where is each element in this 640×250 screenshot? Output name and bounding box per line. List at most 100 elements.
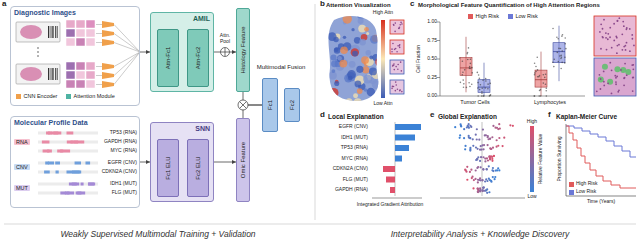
box-title: AMIL (190, 13, 213, 25)
cnn-encoder (102, 21, 114, 28)
beeswarm-axes (440, 198, 525, 199)
attention-spot (364, 27, 369, 32)
gene-vector (38, 192, 98, 195)
attention-spot (339, 60, 347, 68)
panel-divider (4, 224, 636, 225)
beeswarm-dot (464, 145, 466, 147)
boxplot (481, 93, 483, 95)
data-type-tag: RNA (14, 139, 30, 145)
boxplot (542, 82, 544, 84)
beeswarm-dot (490, 148, 492, 150)
boxplot (553, 51, 565, 52)
beeswarm-dot (492, 176, 494, 178)
boxplot (540, 89, 542, 91)
fusion-symbol (240, 102, 246, 108)
tissue-heatmap (329, 16, 379, 101)
thumbnail-texture (632, 77, 634, 79)
cnn-encoder (102, 30, 114, 37)
gene-vector (72, 171, 80, 174)
patch-texture (391, 22, 403, 93)
gene-label: CDKN2A (CNV) (102, 169, 137, 175)
beeswarm-dot (483, 190, 485, 192)
fusion-symbol (238, 100, 248, 110)
patch-grid (66, 20, 75, 28)
gene-vector (62, 150, 70, 153)
boxplot (552, 28, 554, 30)
boxplot (533, 95, 535, 97)
thumbnail-texture (602, 64, 608, 70)
beeswarm-dot (492, 170, 494, 172)
colorbar-label: High Attn (373, 10, 393, 16)
panel-divider (315, 4, 316, 220)
boxplot-axis (437, 40, 440, 41)
boxplot (534, 72, 536, 74)
beeswarm-dot (498, 123, 500, 125)
patch-grid (66, 62, 75, 70)
beeswarm-dot (471, 176, 473, 178)
boxplot (540, 95, 542, 97)
patch-texture (401, 23, 403, 25)
beeswarm-dot (490, 148, 492, 150)
beeswarm-dot (492, 147, 494, 149)
thumbnail-texture (633, 45, 635, 47)
boxplot (480, 84, 482, 86)
boxplot (536, 56, 538, 58)
boxplot (487, 88, 489, 90)
beeswarm-dot (463, 137, 465, 139)
patch-texture (392, 86, 394, 88)
beeswarm-dot (475, 134, 477, 136)
cnn-encoder (114, 52, 140, 85)
legend-text: Low Risk (576, 189, 596, 195)
beeswarm-dot (485, 189, 487, 191)
beeswarm-dot (476, 158, 478, 160)
thumbnail-texture (605, 32, 607, 34)
gene-vector (81, 141, 84, 144)
beeswarm-dot (489, 158, 491, 160)
connector (140, 162, 150, 163)
beeswarm-dot (485, 168, 487, 170)
layer-box: Fc1 (262, 78, 278, 132)
attention-spot (376, 26, 380, 30)
patch-texture (392, 65, 394, 67)
legend-swatch (66, 94, 71, 99)
attribution-bars (390, 187, 395, 193)
patch-texture (400, 61, 402, 63)
attention-spot (329, 88, 339, 98)
thumbnail-texture (632, 90, 634, 92)
attention-spot (351, 48, 359, 56)
beeswarm-dot (487, 159, 489, 161)
legend-text: Attention Module (74, 93, 115, 99)
beeswarm-dot (454, 123, 514, 194)
boxplot (546, 95, 548, 97)
boxplot (466, 87, 468, 89)
boxplot (467, 59, 469, 61)
cnn-encoder (114, 34, 140, 53)
gene-label: FLG (MUT) (343, 177, 368, 183)
beeswarm-dot (493, 155, 495, 157)
boxplot (468, 47, 470, 49)
patch-texture (399, 47, 401, 49)
boxplot (462, 79, 464, 81)
boxplot (463, 86, 465, 88)
patch-grid (66, 80, 75, 88)
attention-spot (334, 81, 339, 86)
gene-label: EGFR (CNV) (339, 124, 368, 130)
boxplot (479, 78, 481, 80)
attribution-bars (372, 122, 422, 198)
cnn-encoder (96, 84, 102, 85)
patch-grid (86, 71, 95, 79)
attribution-bars (395, 124, 421, 130)
gene-vector (42, 141, 50, 144)
panel-letter: f (548, 111, 551, 120)
thumbnail-texture (626, 42, 628, 44)
gene-label: CDKN2A (CNV) (333, 166, 368, 172)
boxplot (460, 82, 462, 84)
patch-texture (394, 22, 396, 24)
beeswarm-dot (484, 180, 486, 182)
slide-thumbnail (49, 26, 51, 38)
layer-label: Fc1 ELU (165, 156, 172, 179)
thumbnail-texture (600, 48, 602, 50)
attention-spot (356, 66, 363, 73)
attention-spot (333, 37, 338, 42)
